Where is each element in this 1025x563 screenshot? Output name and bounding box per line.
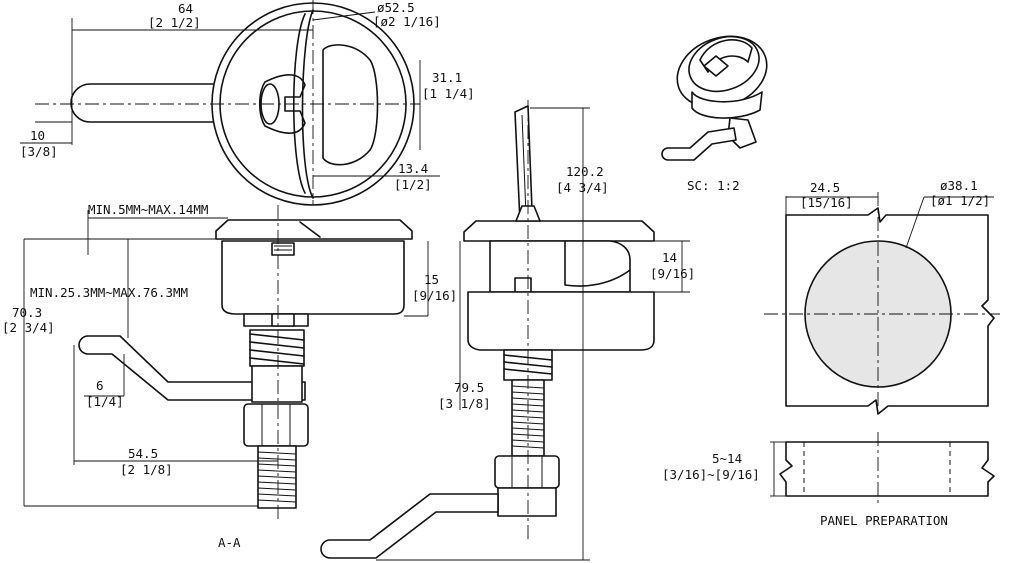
side-bezel: [463, 220, 655, 242]
dome-edge-2: [292, 13, 306, 194]
section-label: A-A: [218, 535, 241, 550]
grip-range: MIN.25.3MM~MAX.76.3MM: [30, 285, 188, 300]
dim-14-in: [9/16]: [650, 266, 695, 281]
finger-recess: [322, 44, 379, 166]
side-view: 120.2 [4 3/4] 14 [9/16] 79.5 [3 1/8]: [320, 100, 695, 561]
dim-545-in: [2 1/8]: [120, 462, 173, 477]
side-upper-body: [489, 240, 631, 293]
dim-10-in: [3/8]: [20, 144, 58, 159]
dim-64-mm: 64: [178, 1, 193, 16]
dim-dia-in: [ø2 1/16]: [373, 14, 441, 29]
dome-edge: [301, 9, 314, 199]
bezel-hatch: [299, 221, 321, 238]
cam-arm: [78, 335, 306, 401]
dim-311-mm: 31.1: [432, 70, 462, 85]
handle-bar-top: [70, 83, 226, 123]
top-view: 64 [2 1/2] ø52.5 [ø2 1/16] 31.1 [1 1/4] …: [20, 0, 475, 206]
cut-dia-mm: ø38.1: [940, 178, 978, 193]
iso-bezel-inner: [688, 35, 760, 93]
section-view: MIN.5MM~MAX.14MM MIN.25.3MM~MAX.76.3MM 1…: [2, 202, 457, 550]
dim-14-mm: 14: [662, 250, 677, 265]
dim-1202-in: [4 3/4]: [556, 180, 609, 195]
dim-795-mm: 79.5: [454, 380, 484, 395]
cut-dia-in: [ø1 1/2]: [930, 193, 990, 208]
cut-w-mm: 24.5: [810, 180, 840, 195]
side-lower-body: [467, 291, 655, 351]
cut-w-in: [15/16]: [800, 195, 853, 210]
dim-6-in: [1/4]: [86, 394, 124, 409]
stud-threads: [257, 451, 297, 503]
lock-body: [221, 240, 405, 315]
cut-dia-leader: [905, 196, 925, 249]
iso-body: [691, 91, 763, 119]
side-screw: [514, 277, 532, 293]
iso-arm: [661, 127, 737, 161]
dim-6-mm: 6: [96, 378, 104, 393]
side-cam-arm: [320, 493, 499, 559]
side-nut: [494, 455, 560, 489]
dim-134-in: [1/2]: [394, 177, 432, 192]
dim-795-in: [3 1/8]: [438, 396, 491, 411]
cam-nut: [271, 313, 295, 327]
panel-range: MIN.5MM~MAX.14MM: [88, 202, 208, 217]
dim-1202-mm: 120.2: [566, 164, 604, 179]
spring: [249, 329, 305, 367]
dim-134-mm: 13.4: [398, 161, 428, 176]
dim-545-mm: 54.5: [128, 446, 158, 461]
dim-10-mm: 10: [30, 128, 45, 143]
iso-slot: [703, 55, 729, 77]
hex-nut: [243, 403, 309, 447]
dim-15-mm: 15: [424, 272, 439, 287]
thk-mm: 5~14: [712, 451, 742, 466]
dim-311-in: [1 1/4]: [422, 86, 475, 101]
dim-64-in: [2 1/2]: [148, 15, 201, 30]
blade-line: [521, 114, 527, 216]
panel-prep: 24.5 [15/16] ø38.1 [ø1 1/2] 5~14 [3/16]~…: [662, 178, 1000, 528]
side-recess: [564, 240, 631, 287]
bezel-flange: [215, 219, 413, 240]
dia-leader: [312, 11, 376, 21]
dim-dia-mm: ø52.5: [377, 0, 415, 15]
panel-section: [779, 441, 995, 497]
spacer: [251, 365, 303, 403]
dim-15-in: [9/16]: [412, 288, 457, 303]
panel-prep-label: PANEL PREPARATION: [820, 513, 948, 528]
key-slot: [258, 74, 306, 134]
dim-703-in: [2 3/4]: [2, 320, 55, 335]
thk-in: [3/16]~[9/16]: [662, 467, 760, 482]
side-cam-hub: [497, 487, 557, 517]
iso-view: SC: 1:2: [661, 35, 768, 193]
scale-label: SC: 1:2: [687, 178, 740, 193]
set-screw: [271, 242, 295, 256]
dim-703-mm: 70.3: [12, 305, 42, 320]
